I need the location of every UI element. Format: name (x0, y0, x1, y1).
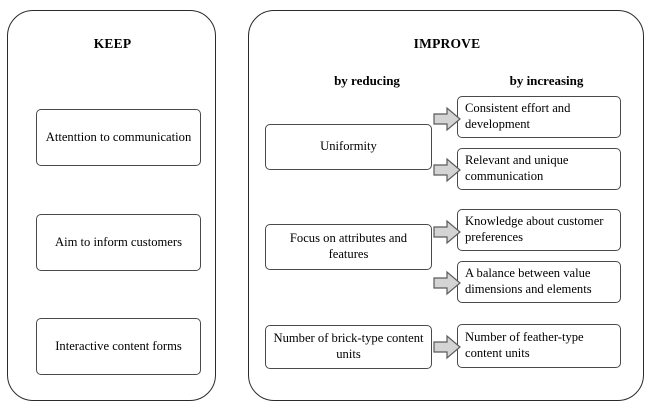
increase-item-box: Number of feather-type content units (457, 324, 621, 368)
keep-item-label: Attenttion to communication (45, 129, 192, 144)
reduce-item-box: Number of brick-type content units (265, 325, 432, 369)
keep-item-box: Aim to inform customers (36, 214, 201, 271)
block-arrow-right-icon (433, 157, 461, 183)
reduce-item-label: Uniformity (320, 139, 377, 154)
improve-panel-title: IMPROVE (413, 36, 481, 51)
block-arrow-right-icon (433, 219, 461, 245)
keep-item-label: Interactive content forms (55, 338, 182, 353)
increase-item-label: Number of feather-type content units (465, 330, 584, 360)
block-arrow-right-icon (433, 334, 461, 360)
keep-item-box: Attenttion to communication (36, 109, 201, 166)
reduce-item-box: Focus on attributes and features (265, 224, 432, 270)
increase-item-box: A balance between value dimensions and e… (457, 261, 621, 303)
increase-item-label: Relevant and unique communication (465, 153, 569, 183)
keep-item-box: Interactive content forms (36, 318, 201, 375)
column-title-by-increasing: by increasing (509, 73, 584, 88)
reduce-item-box: Uniformity (265, 124, 432, 170)
block-arrow-right-icon (433, 106, 461, 132)
keep-panel: KEEP Attenttion to communication Aim to … (7, 10, 216, 401)
block-arrow-right-icon (433, 270, 461, 296)
increase-item-label: A balance between value dimensions and e… (465, 266, 592, 296)
column-title-by-reducing: by reducing (334, 73, 400, 88)
reduce-item-label: Number of brick-type content units (273, 331, 424, 361)
keep-panel-title: KEEP (93, 36, 132, 51)
keep-item-label: Aim to inform customers (55, 234, 182, 249)
reduce-item-label: Focus on attributes and features (289, 231, 408, 261)
increase-item-box: Knowledge about customer preferences (457, 209, 621, 251)
improve-panel: IMPROVE by reducing by increasing Unifor… (248, 10, 644, 401)
increase-item-box: Relevant and unique communication (457, 148, 621, 190)
increase-item-label: Consistent effort and development (465, 101, 571, 131)
increase-item-label: Knowledge about customer preferences (465, 214, 604, 244)
increase-item-box: Consistent effort and development (457, 96, 621, 138)
